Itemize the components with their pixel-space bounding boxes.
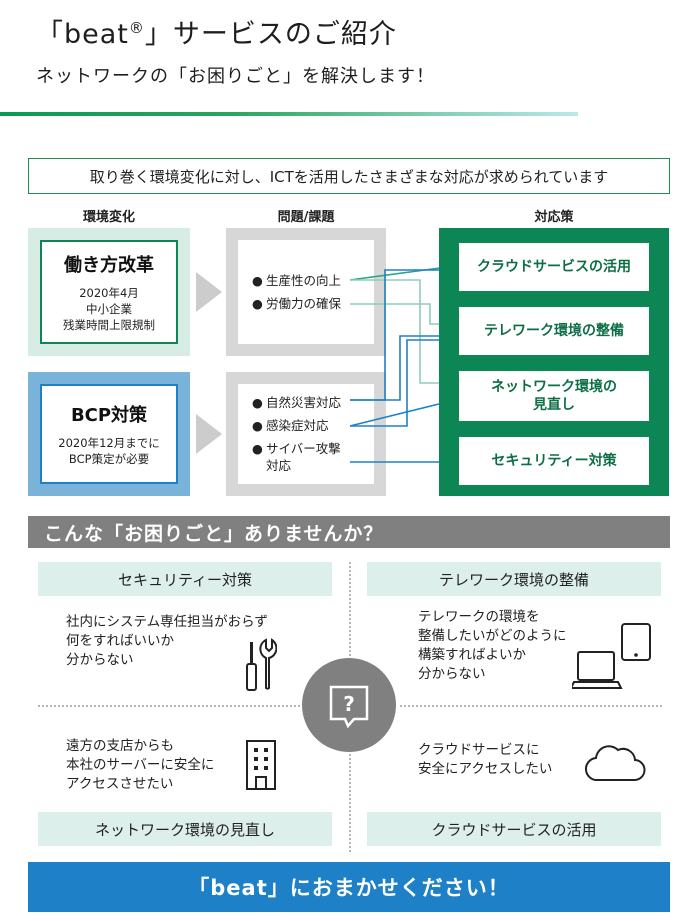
page-title: 「beat®」サービスのご紹介 xyxy=(36,19,397,50)
svg-text:?: ? xyxy=(343,692,355,716)
bullet-icon: ● xyxy=(252,441,263,456)
column-heading-issues: 問題/課題 xyxy=(277,210,335,225)
issue-item: ●労働力の確保 xyxy=(252,296,342,311)
building-icon xyxy=(246,740,276,790)
horizontal-divider xyxy=(38,705,300,707)
problem-label-telework: テレワーク環境の整備 xyxy=(367,562,661,596)
issue-item: ●生産性の向上 xyxy=(252,273,342,288)
concern-network: 遠方の支店からも本社のサーバーに安全にアクセスさせたい xyxy=(66,738,215,792)
connector-line xyxy=(350,329,457,401)
bullet-icon: ● xyxy=(252,273,263,288)
issues-group-workstyle: ●生産性の向上 ●労働力の確保 xyxy=(226,228,386,356)
problems-heading: こんな「お困りごと」ありませんか？ xyxy=(28,516,670,548)
solution-cloud: クラウドサービスの活用 xyxy=(458,242,650,292)
header-divider xyxy=(0,112,578,116)
issues-group-bcp: ●自然災害対応 ●感染症対応 ●サイバー攻撃対応 xyxy=(226,372,386,496)
bullet-icon: ● xyxy=(252,296,263,311)
concern-telework: テレワークの環境を整備したいがどのように構築すればよいか分からない xyxy=(418,609,567,682)
concern-security: 社内にシステム専任担当がおらず何をすればいいか分からない xyxy=(66,614,268,668)
solutions-panel: クラウドサービスの活用 テレワーク環境の整備 ネットワーク環境の見直し セキュリ… xyxy=(439,228,669,496)
solution-network: ネットワーク環境の見直し xyxy=(458,370,650,422)
column-heading-solutions: 対応策 xyxy=(534,210,574,225)
question-bubble-icon: ? xyxy=(302,658,396,752)
bullet-icon: ● xyxy=(252,418,263,433)
env-change-bcp: BCP対策 2020年12月までに BCP策定が必要 xyxy=(28,372,190,496)
env-change-detail: 2020年12月までに xyxy=(58,436,160,450)
page-subtitle: ネットワークの「お困りごと」を解決します！ xyxy=(36,66,435,87)
cloud-icon xyxy=(584,745,646,782)
problem-label-cloud: クラウドサービスの活用 xyxy=(367,812,661,846)
env-change-detail: BCP策定が必要 xyxy=(68,452,150,466)
arrow-right-icon xyxy=(196,272,222,312)
concern-cloud: クラウドサービスに安全にアクセスしたい xyxy=(418,742,553,777)
issue-item: ●自然災害対応 xyxy=(252,395,342,410)
env-change-detail: 2020年4月 xyxy=(79,286,139,300)
env-change-title: BCP対策 xyxy=(70,405,148,426)
env-change-title: 働き方改革 xyxy=(64,255,154,276)
closing-banner: 「beat」におまかせください！ xyxy=(28,862,670,912)
arrow-right-icon xyxy=(196,414,222,454)
issue-item: ●サイバー攻撃対応 xyxy=(252,441,341,473)
issue-item: ●感染症対応 xyxy=(252,418,329,433)
connector-line xyxy=(349,261,457,281)
env-change-detail: 中小企業 xyxy=(86,302,132,316)
env-change-detail: 残業時間上限規制 xyxy=(63,318,155,332)
tools-icon xyxy=(246,638,277,691)
solution-telework: テレワーク環境の整備 xyxy=(458,306,650,356)
column-heading-env: 環境変化 xyxy=(82,210,135,225)
intro-box: 取り巻く環境変化に対し、ICTを活用したさまざまな対応が求められています xyxy=(28,158,670,194)
connector-line xyxy=(350,333,457,427)
devices-icon xyxy=(572,623,651,689)
problem-label-security: セキュリティー対策 xyxy=(38,562,332,596)
horizontal-divider xyxy=(400,705,662,707)
env-change-workstyle: 働き方改革 2020年4月 中小企業 残業時間上限規制 xyxy=(28,228,190,356)
solution-security: セキュリティー対策 xyxy=(458,436,650,486)
bullet-icon: ● xyxy=(252,395,263,410)
connector-line xyxy=(349,396,457,427)
problem-label-network: ネットワーク環境の見直し xyxy=(38,812,332,846)
